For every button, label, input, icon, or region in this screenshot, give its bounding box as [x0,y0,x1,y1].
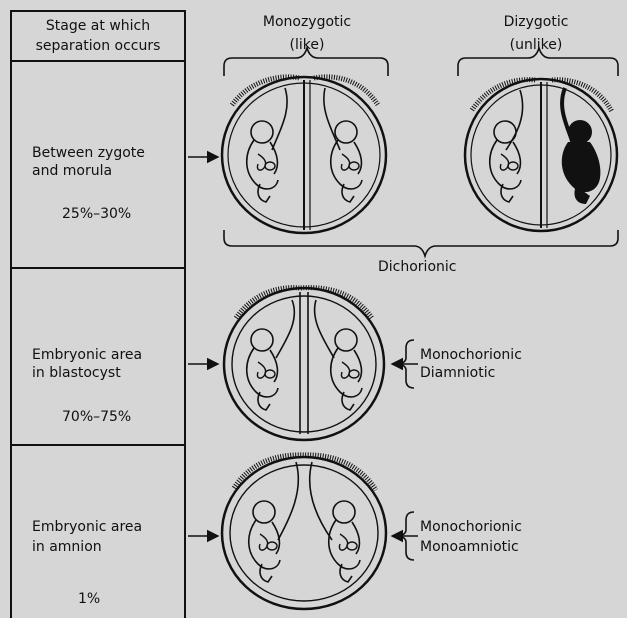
monochorionic-diamniotic-twins [224,288,384,440]
dizygotic-brace [458,48,618,76]
dizygotic-twins [465,79,617,231]
monozygotic-dichorionic-twins [222,77,386,233]
dichorionic-brace [224,230,618,256]
monochorionic-monoamniotic-twins [222,455,386,609]
monozygotic-brace [224,48,388,76]
